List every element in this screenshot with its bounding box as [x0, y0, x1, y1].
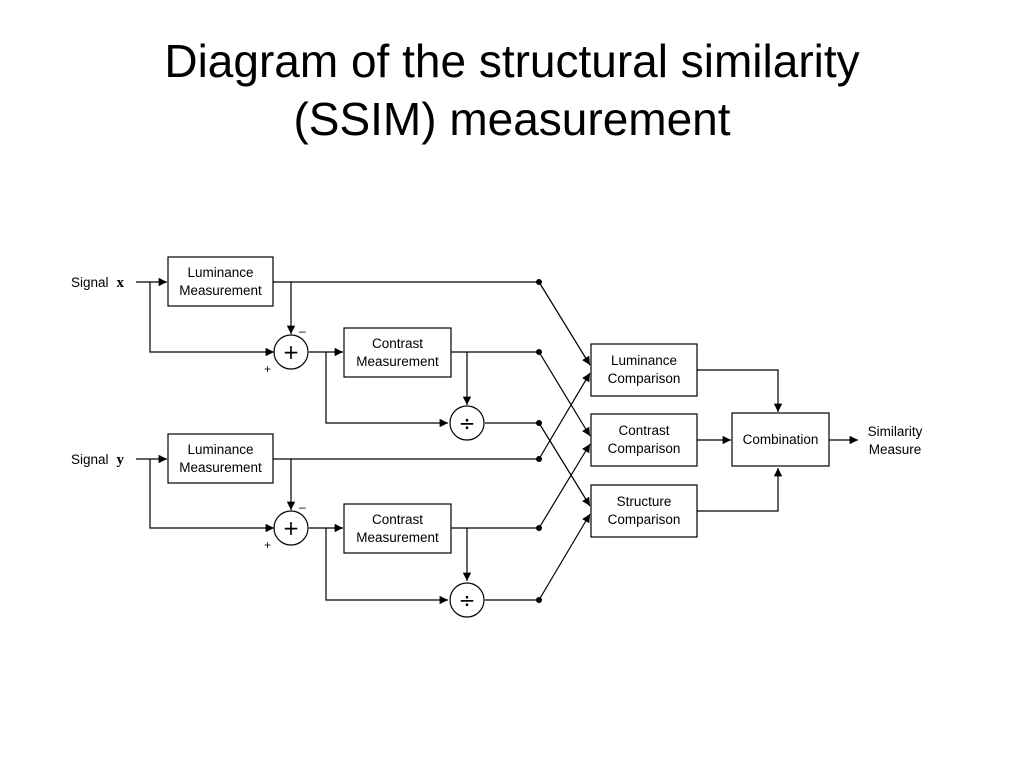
- svg-text:Contrast: Contrast: [618, 423, 669, 438]
- adder-x: + – +: [264, 324, 309, 376]
- svg-text:÷: ÷: [459, 411, 476, 435]
- plus-sign: +: [264, 362, 271, 376]
- page-title: Diagram of the structural similarity (SS…: [0, 32, 1024, 148]
- svg-text:Measurement: Measurement: [179, 460, 262, 475]
- signal-y-label: Signal y: [71, 451, 125, 468]
- contrast-comparison: Contrast Comparison: [590, 413, 698, 467]
- svg-text:Contrast: Contrast: [372, 336, 423, 351]
- svg-text:Contrast: Contrast: [372, 512, 423, 527]
- svg-text:Luminance: Luminance: [611, 353, 677, 368]
- divider-x: ÷: [449, 405, 485, 441]
- structure-comparison: Structure Comparison: [590, 484, 698, 538]
- divider-y: ÷: [449, 582, 485, 618]
- adder-y: + – +: [264, 500, 309, 552]
- contrast-measurement-y: Contrast Measurement: [343, 503, 452, 554]
- svg-text:Luminance: Luminance: [187, 442, 253, 457]
- svg-text:Combination: Combination: [743, 432, 819, 447]
- svg-text:Comparison: Comparison: [608, 371, 681, 386]
- signal-x-label: Signal x: [71, 274, 125, 291]
- svg-text:+: +: [283, 516, 300, 540]
- similarity-measure-output: Similarity Measure: [868, 424, 923, 457]
- svg-text:Measurement: Measurement: [356, 530, 439, 545]
- svg-text:Comparison: Comparison: [608, 512, 681, 527]
- contrast-measurement-x: Contrast Measurement: [343, 327, 452, 378]
- minus-sign: –: [299, 324, 306, 338]
- minus-sign: –: [299, 500, 306, 514]
- svg-text:Measure: Measure: [869, 442, 922, 457]
- svg-text:+: +: [283, 340, 300, 364]
- svg-text:Measurement: Measurement: [179, 283, 262, 298]
- svg-text:Similarity: Similarity: [868, 424, 923, 439]
- luminance-measurement-x: Luminance Measurement: [167, 256, 274, 307]
- svg-text:Comparison: Comparison: [608, 441, 681, 456]
- title-line-2: (SSIM) measurement: [293, 93, 731, 145]
- svg-text:Luminance: Luminance: [187, 265, 253, 280]
- svg-text:÷: ÷: [459, 588, 476, 612]
- junction-dots: [536, 279, 542, 603]
- title-line-1: Diagram of the structural similarity: [164, 35, 860, 87]
- combination-block: Combination: [731, 412, 830, 467]
- luminance-measurement-y: Luminance Measurement: [167, 433, 274, 484]
- svg-text:Measurement: Measurement: [356, 354, 439, 369]
- svg-text:Structure: Structure: [617, 494, 672, 509]
- wires: [136, 277, 858, 605]
- plus-sign: +: [264, 538, 271, 552]
- luminance-comparison: Luminance Comparison: [590, 343, 698, 397]
